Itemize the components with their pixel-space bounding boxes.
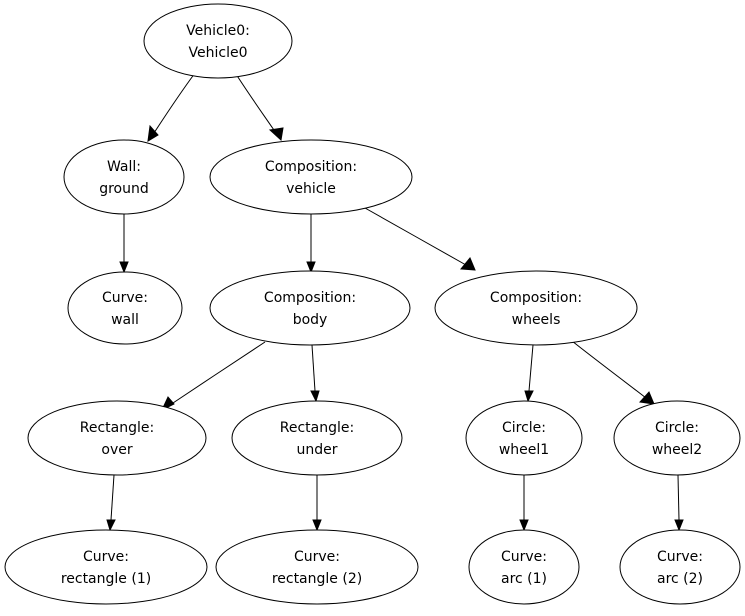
graph-node-wall_ground[interactable]: Wall: ground — [63, 139, 185, 215]
node-label-type-curve_rectangle_1: Curve: — [83, 549, 129, 565]
node-label-type-composition_wheels: Composition: — [490, 290, 582, 306]
node-label-type-rectangle_under: Rectangle: — [280, 420, 354, 436]
node-label-name-rectangle_over: over — [101, 442, 132, 458]
graph-edge-composition_wheels-to-circle_wheel2 — [571, 340, 655, 405]
edge-layer — [106, 72, 684, 532]
edge-line — [528, 344, 534, 392]
arrowhead-icon — [639, 391, 655, 405]
node-label-type-curve_arc_2: Curve: — [657, 549, 703, 565]
node-label-type-circle_wheel2: Circle: — [655, 420, 699, 436]
arrowhead-icon — [519, 519, 529, 532]
node-label-name-wall_ground: ground — [99, 181, 149, 197]
node-label-name-rectangle_under: under — [296, 442, 337, 458]
graph-edge-vehicle0-to-composition_vehicle — [235, 73, 284, 141]
node-ellipse-composition_body — [209, 270, 411, 346]
arrowhead-icon — [119, 261, 129, 274]
node-label-type-rectangle_over: Rectangle: — [80, 420, 154, 436]
graph-edge-circle_wheel1-to-curve_arc_1 — [519, 475, 529, 532]
arrowhead-icon — [147, 124, 159, 142]
node-ellipse-wall_ground — [63, 139, 185, 215]
node-ellipse-composition_wheels — [434, 270, 638, 346]
node-ellipse-circle_wheel2 — [613, 400, 741, 476]
edge-line — [364, 207, 467, 266]
node-label-type-curve_rectangle_2: Curve: — [294, 549, 340, 565]
node-ellipse-curve_rectangle_1 — [4, 529, 208, 605]
node-ellipse-rectangle_over — [27, 400, 207, 476]
graph-node-circle_wheel2[interactable]: Circle: wheel2 — [613, 400, 741, 476]
arrowhead-icon — [524, 390, 534, 403]
graph-edge-wall_ground-to-curve_wall — [119, 214, 129, 274]
edge-line — [571, 340, 647, 399]
graph-edge-vehicle0-to-wall_ground — [147, 72, 196, 142]
node-label-name-composition_body: body — [293, 312, 328, 328]
graph-edge-rectangle_over-to-curve_rectangle_1 — [106, 474, 116, 532]
node-ellipse-curve_rectangle_2 — [215, 529, 419, 605]
node-label-name-circle_wheel1: wheel1 — [499, 442, 549, 458]
graph-node-curve_arc_1[interactable]: Curve: arc (1) — [468, 529, 580, 605]
graph-edge-circle_wheel2-to-curve_arc_2 — [674, 474, 684, 532]
graph-node-rectangle_under[interactable]: Rectangle: under — [231, 400, 403, 476]
node-label-type-curve_arc_1: Curve: — [501, 549, 547, 565]
graph-edge-rectangle_under-to-curve_rectangle_2 — [312, 475, 322, 532]
node-label-name-curve_rectangle_1: rectangle (1) — [61, 571, 151, 587]
graph-edge-composition_body-to-rectangle_over — [160, 341, 266, 412]
graph-node-curve_arc_2[interactable]: Curve: arc (2) — [619, 529, 741, 605]
graph-edge-composition_body-to-rectangle_under — [310, 344, 320, 403]
node-label-name-curve_rectangle_2: rectangle (2) — [272, 571, 362, 587]
graph-edge-composition_wheels-to-circle_wheel1 — [524, 344, 534, 403]
arrowhead-icon — [460, 257, 476, 271]
graph-node-curve_wall[interactable]: Curve: wall — [67, 271, 183, 345]
arrowhead-icon — [674, 519, 684, 532]
edge-line — [169, 341, 266, 406]
node-label-type-composition_vehicle: Composition: — [265, 159, 357, 175]
node-label-name-circle_wheel2: wheel2 — [652, 442, 702, 458]
node-ellipse-curve_wall — [67, 271, 183, 345]
node-ellipse-circle_wheel1 — [465, 400, 583, 476]
node-label-name-curve_wall: wall — [111, 312, 139, 328]
edge-line — [235, 73, 277, 134]
graph-node-composition_vehicle[interactable]: Composition: vehicle — [209, 139, 413, 215]
node-ellipse-rectangle_under — [231, 400, 403, 476]
node-label-type-composition_body: Composition: — [264, 290, 356, 306]
node-label-name-curve_arc_1: arc (1) — [501, 571, 547, 587]
graph-node-composition_body[interactable]: Composition: body — [209, 270, 411, 346]
edge-line — [311, 344, 316, 392]
graph-node-circle_wheel1[interactable]: Circle: wheel1 — [465, 400, 583, 476]
arrowhead-icon — [312, 519, 322, 532]
arrowhead-icon — [268, 127, 284, 141]
node-label-type-vehicle0: Vehicle0: — [186, 23, 250, 39]
edge-line — [677, 474, 680, 521]
node-label-name-vehicle0: Vehicle0 — [189, 45, 248, 61]
node-ellipse-composition_vehicle — [209, 139, 413, 215]
node-label-name-composition_wheels: wheels — [512, 312, 561, 328]
graph-node-curve_rectangle_2[interactable]: Curve: rectangle (2) — [215, 529, 419, 605]
arrowhead-icon — [310, 390, 320, 403]
node-label-type-circle_wheel1: Circle: — [502, 420, 546, 436]
graph-node-rectangle_over[interactable]: Rectangle: over — [27, 400, 207, 476]
graph-edge-composition_vehicle-to-composition_wheels — [364, 207, 476, 271]
edge-line — [110, 474, 115, 521]
node-label-name-curve_arc_2: arc (2) — [657, 571, 703, 587]
node-ellipse-curve_arc_1 — [468, 529, 580, 605]
node-ellipse-curve_arc_2 — [619, 529, 741, 605]
arrowhead-icon — [306, 261, 316, 274]
graph-edge-composition_vehicle-to-composition_body — [306, 214, 316, 274]
edge-line — [153, 72, 196, 134]
arrowhead-icon — [106, 519, 116, 532]
graph-node-composition_wheels[interactable]: Composition: wheels — [434, 270, 638, 346]
graph-node-vehicle0[interactable]: Vehicle0: Vehicle0 — [143, 3, 293, 79]
node-label-type-wall_ground: Wall: — [107, 159, 141, 175]
graph-node-curve_rectangle_1[interactable]: Curve: rectangle (1) — [4, 529, 208, 605]
node-layer: Vehicle0:Vehicle0Wall:groundComposition:… — [4, 3, 741, 605]
node-label-type-curve_wall: Curve: — [102, 290, 148, 306]
node-label-name-composition_vehicle: vehicle — [286, 181, 336, 197]
node-ellipse-vehicle0 — [143, 3, 293, 79]
